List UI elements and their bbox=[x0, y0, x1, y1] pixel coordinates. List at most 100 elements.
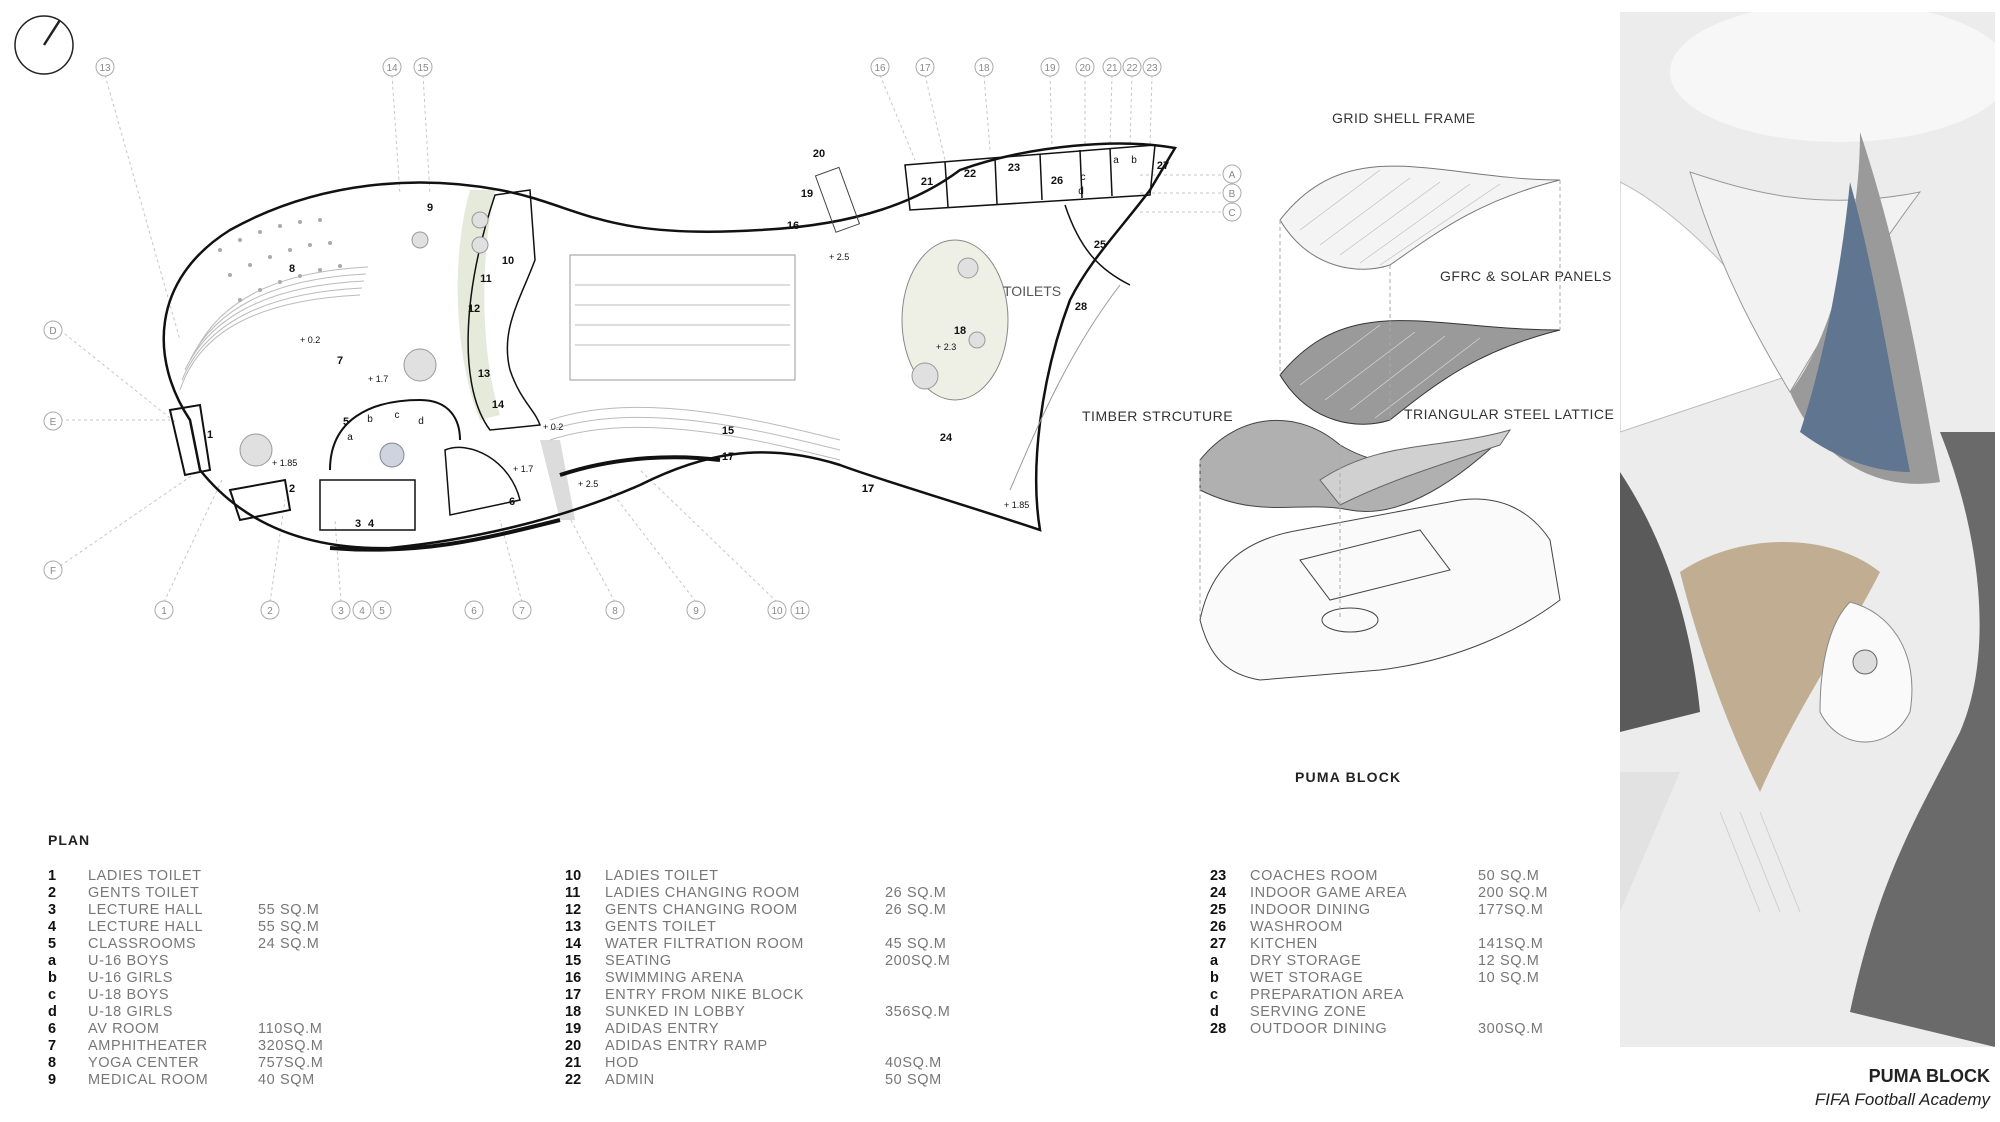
svg-text:23: 23 bbox=[1146, 63, 1158, 74]
svg-text:17: 17 bbox=[919, 63, 931, 74]
svg-text:27: 27 bbox=[1157, 160, 1169, 172]
svg-text:17: 17 bbox=[862, 483, 874, 495]
svg-text:+ 1.7: + 1.7 bbox=[513, 464, 533, 474]
svg-text:21: 21 bbox=[1106, 63, 1118, 74]
svg-text:17: 17 bbox=[862, 483, 874, 495]
sunken-lobby bbox=[901, 239, 1009, 401]
svg-text:9: 9 bbox=[693, 606, 699, 617]
sheet-subtitle: FIFA Football Academy bbox=[1814, 1090, 1990, 1109]
level-marks: + 0.2 + 1.7 + 1.85 + 1.7 + 0.2 + 2.5 + 2… bbox=[272, 252, 1029, 510]
svg-text:2: 2 bbox=[289, 483, 295, 495]
svg-text:8: 8 bbox=[289, 263, 295, 275]
leader-lines bbox=[59, 74, 1225, 603]
building-outline bbox=[162, 142, 1177, 550]
bottom-callout-labels: 1 2 3 4 5 6 7 8 9 10 11 bbox=[161, 606, 805, 617]
grid-marker-labels: D E F A B C bbox=[49, 170, 1235, 577]
svg-text:21: 21 bbox=[921, 176, 933, 188]
ramp-strip bbox=[540, 440, 575, 520]
svg-text:+ 1.85: + 1.85 bbox=[272, 458, 297, 468]
svg-text:22: 22 bbox=[1126, 63, 1138, 74]
svg-text:d: d bbox=[1078, 186, 1084, 197]
admin-strip bbox=[904, 144, 1156, 211]
dining-wall bbox=[1064, 204, 1131, 286]
svg-text:19: 19 bbox=[1044, 63, 1056, 74]
render-graphic bbox=[1620, 12, 1995, 1047]
svg-text:c: c bbox=[1081, 172, 1086, 183]
pool-seating bbox=[549, 406, 841, 461]
changing-rooms bbox=[467, 189, 542, 431]
legend-heading: PLAN bbox=[48, 832, 91, 848]
aerial-render bbox=[1620, 12, 1995, 1047]
base-pool bbox=[1299, 529, 1451, 601]
svg-text:7: 7 bbox=[519, 606, 525, 617]
svg-text:25: 25 bbox=[1094, 239, 1106, 251]
svg-text:6: 6 bbox=[509, 496, 515, 508]
bottom-callouts bbox=[154, 600, 810, 620]
svg-text:28: 28 bbox=[1075, 301, 1087, 313]
grid-shell-layer bbox=[1279, 165, 1561, 270]
svg-text:7: 7 bbox=[337, 355, 343, 367]
svg-text:3: 3 bbox=[338, 606, 344, 617]
diagram-block-title: PUMA BLOCK bbox=[1295, 769, 1402, 785]
svg-text:+ 0.2: + 0.2 bbox=[543, 422, 563, 432]
svg-text:E: E bbox=[50, 417, 57, 428]
svg-text:26: 26 bbox=[1051, 175, 1063, 187]
svg-text:a: a bbox=[1113, 155, 1119, 166]
top-callout-labels: 13 14 15 16 17 18 19 20 21 22 23 bbox=[99, 63, 1158, 74]
room-1 bbox=[168, 403, 212, 477]
lecture-halls bbox=[319, 479, 416, 531]
svg-text:d: d bbox=[418, 416, 424, 427]
svg-text:1: 1 bbox=[161, 606, 167, 617]
yoga-mats bbox=[218, 218, 342, 302]
svg-text:6: 6 bbox=[471, 606, 477, 617]
svg-text:16: 16 bbox=[787, 220, 799, 232]
exploded-axonometric bbox=[1199, 165, 1561, 681]
label-timber: TIMBER STRCUTURE bbox=[1082, 408, 1234, 424]
trees bbox=[239, 211, 986, 467]
svg-text:+ 1.7: + 1.7 bbox=[368, 374, 388, 384]
svg-text:20: 20 bbox=[813, 148, 825, 160]
admin-dividers bbox=[944, 147, 1113, 208]
svg-text:c: c bbox=[395, 410, 400, 421]
amphitheater-rows bbox=[179, 266, 369, 391]
svg-text:24: 24 bbox=[940, 432, 953, 444]
svg-text:1: 1 bbox=[207, 429, 213, 441]
north-arrow-icon bbox=[14, 15, 74, 75]
svg-text:9: 9 bbox=[427, 202, 433, 214]
classroom-arc bbox=[329, 398, 461, 471]
svg-text:11: 11 bbox=[795, 606, 806, 617]
roof-edge bbox=[559, 455, 721, 477]
svg-text:14: 14 bbox=[386, 63, 398, 74]
svg-text:b: b bbox=[1131, 155, 1137, 166]
label-gfrc: GFRC & SOLAR PANELS bbox=[1440, 268, 1612, 284]
sheet-title: PUMA BLOCK bbox=[1868, 1066, 1990, 1086]
